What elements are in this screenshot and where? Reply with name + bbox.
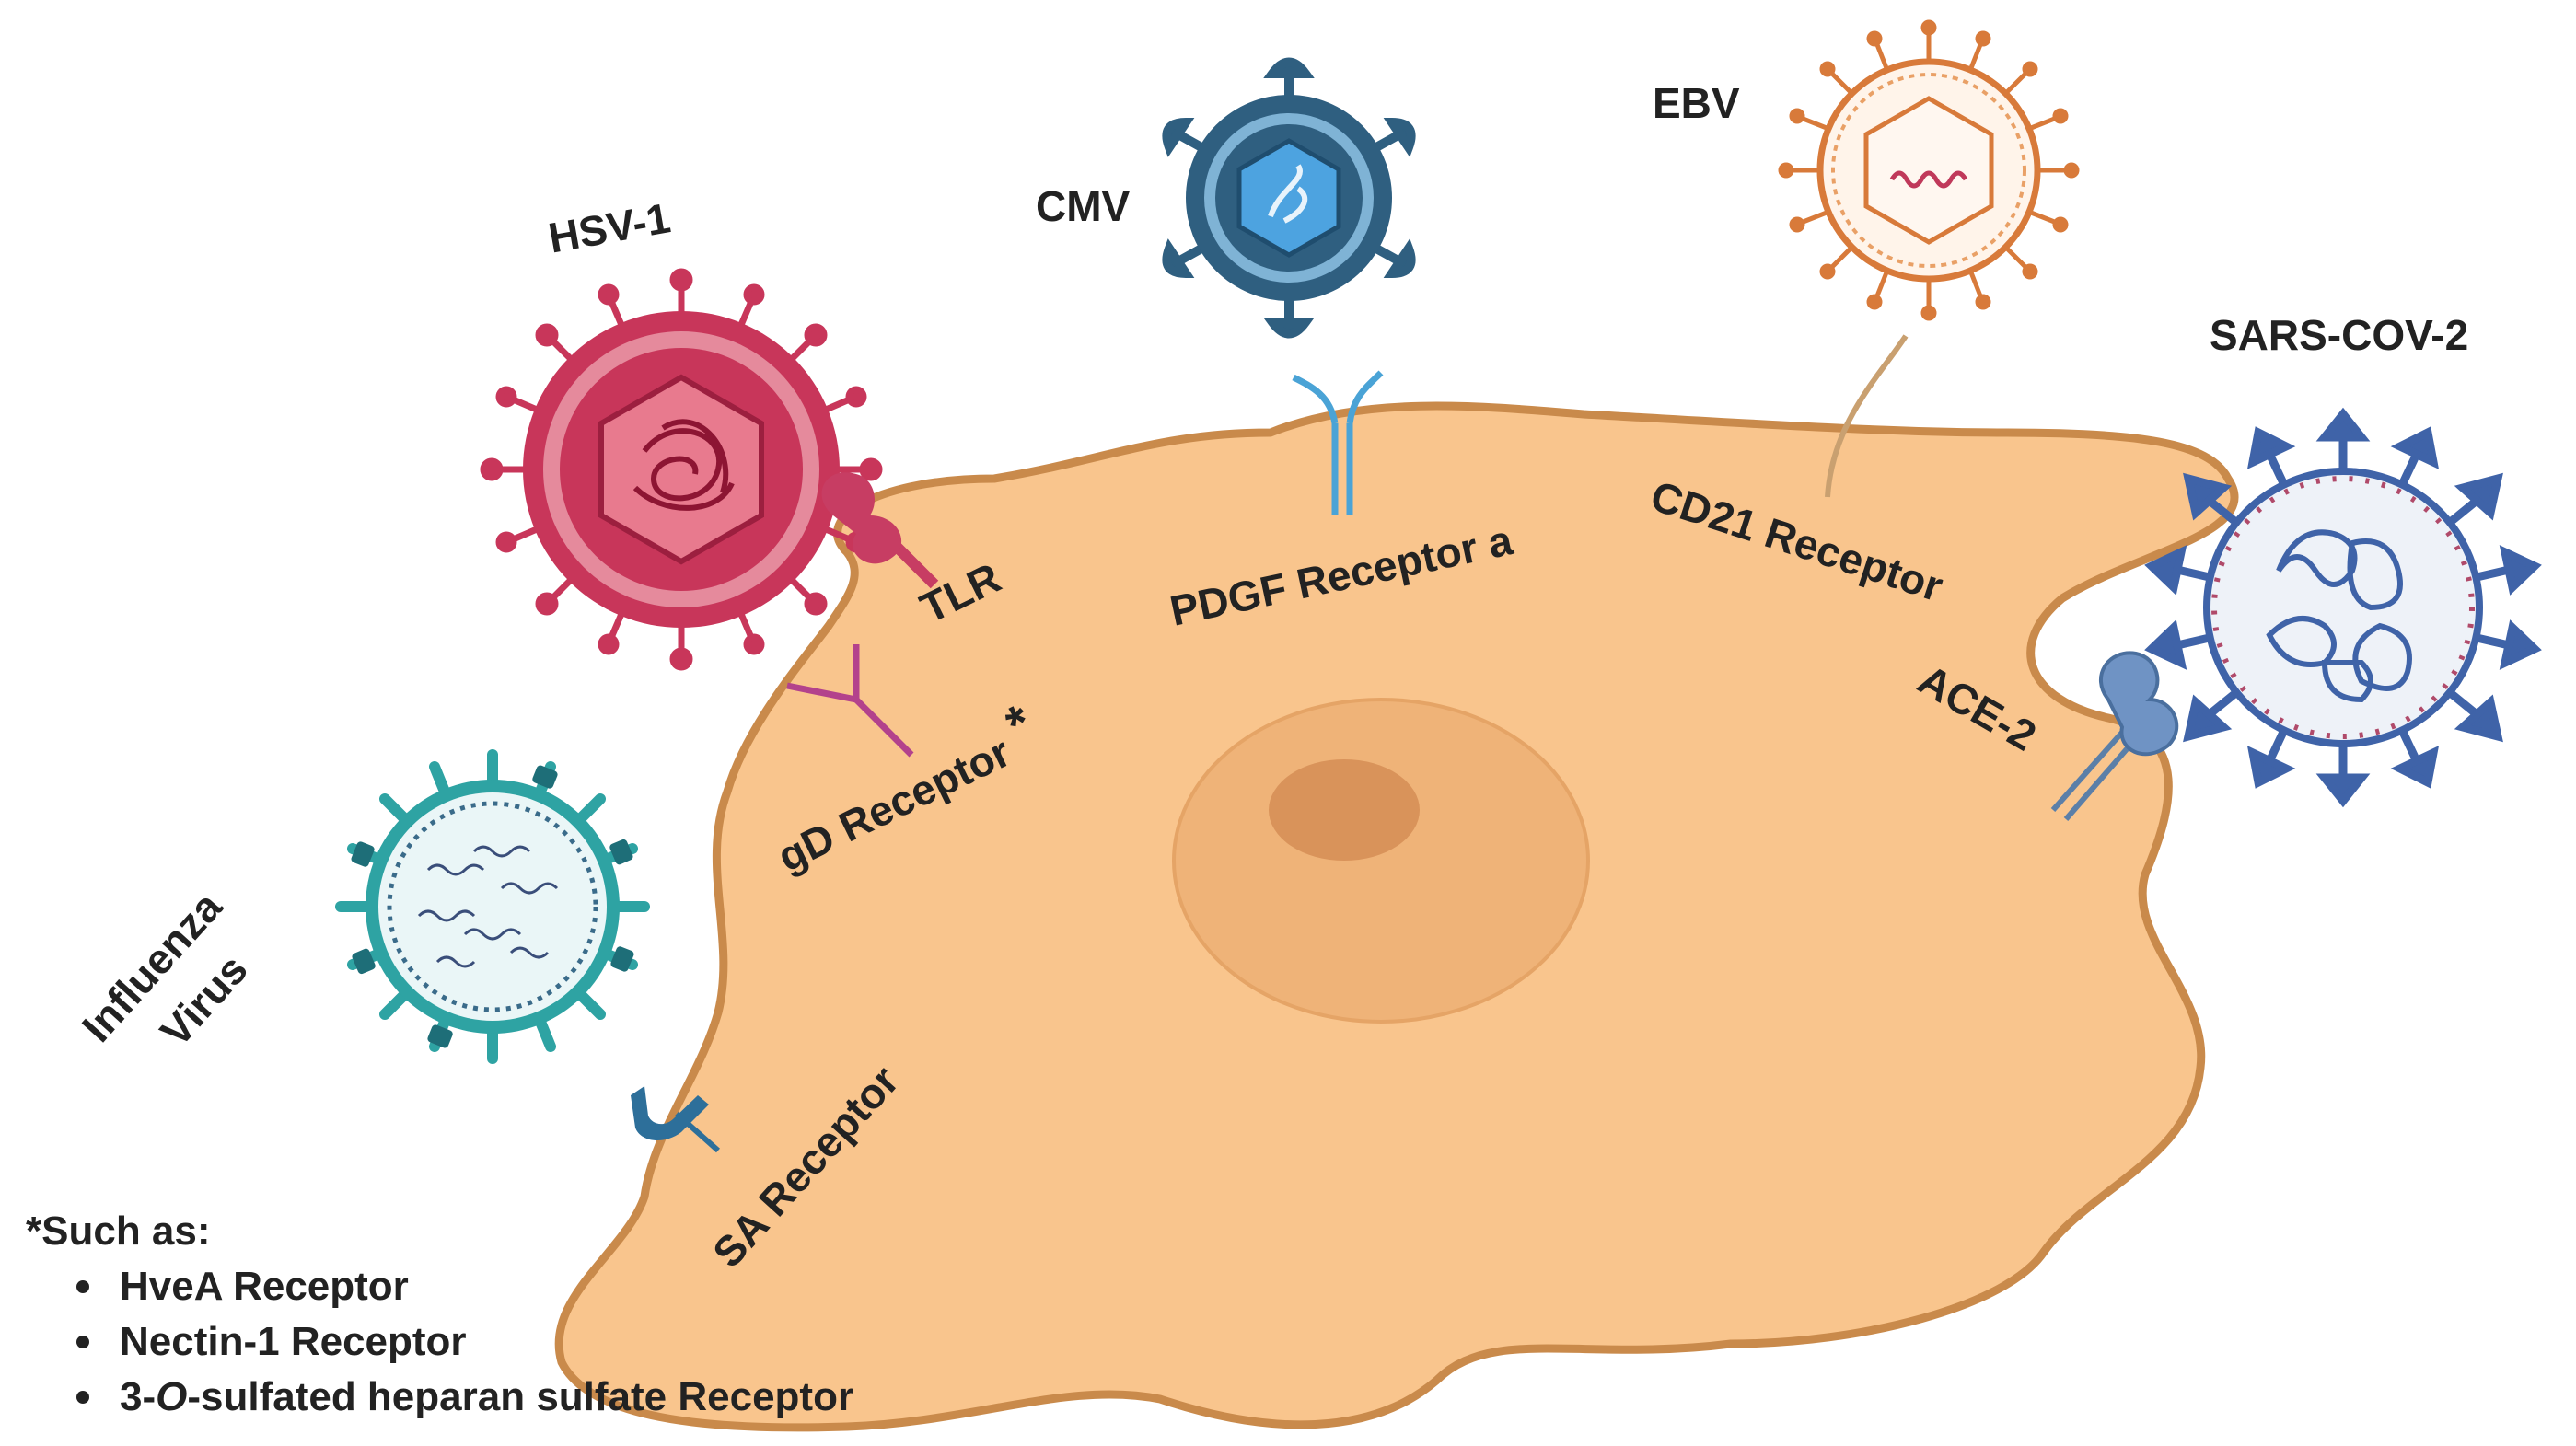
hsv1-virus-icon	[480, 268, 883, 671]
cd21-receptor-icon	[1825, 334, 1909, 498]
footnote-bullet-1	[76, 1280, 89, 1293]
hsv1-label: HSV-1	[545, 193, 674, 261]
sars-cov-2-label: SARS-COV-2	[2210, 311, 2468, 359]
footnote-item-1: HveA Receptor	[120, 1264, 409, 1309]
footnote-item-3-italic: O	[156, 1374, 187, 1419]
footnote-item-3-suffix: -sulfated heparan sulfate Receptor	[187, 1374, 853, 1419]
cmv-virus-icon	[1162, 57, 1416, 339]
cmv-label: CMV	[1036, 182, 1131, 230]
sa-receptor-icon	[631, 1086, 720, 1153]
host-cell	[554, 401, 2239, 1432]
gd-receptor-icon	[786, 644, 914, 758]
cell-nucleus	[1172, 698, 1590, 1024]
ebv-virus-icon	[1778, 19, 2080, 321]
sars-cov-2-virus-icon	[2144, 407, 2542, 808]
influenza-virus-icon	[335, 749, 650, 1064]
tlr-receptor-icon	[821, 472, 939, 589]
ebv-label: EBV	[1653, 79, 1740, 127]
footnote-item-2: Nectin-1 Receptor	[120, 1319, 467, 1364]
footnote-bullet-2	[76, 1336, 89, 1348]
ace2-receptor-icon	[2050, 651, 2179, 821]
footnote-item-3-prefix: 3-	[120, 1374, 156, 1419]
footnote-item-3: 3-O-sulfated heparan sulfate Receptor	[120, 1374, 853, 1419]
footnote: *Such as: HveA Receptor Nectin-1 Recepto…	[26, 1209, 853, 1419]
footnote-bullet-3	[76, 1391, 89, 1404]
footnote-title: *Such as:	[26, 1209, 211, 1254]
pdgf-receptor-icon	[1292, 370, 1384, 515]
cell-nucleolus	[1269, 759, 1420, 861]
